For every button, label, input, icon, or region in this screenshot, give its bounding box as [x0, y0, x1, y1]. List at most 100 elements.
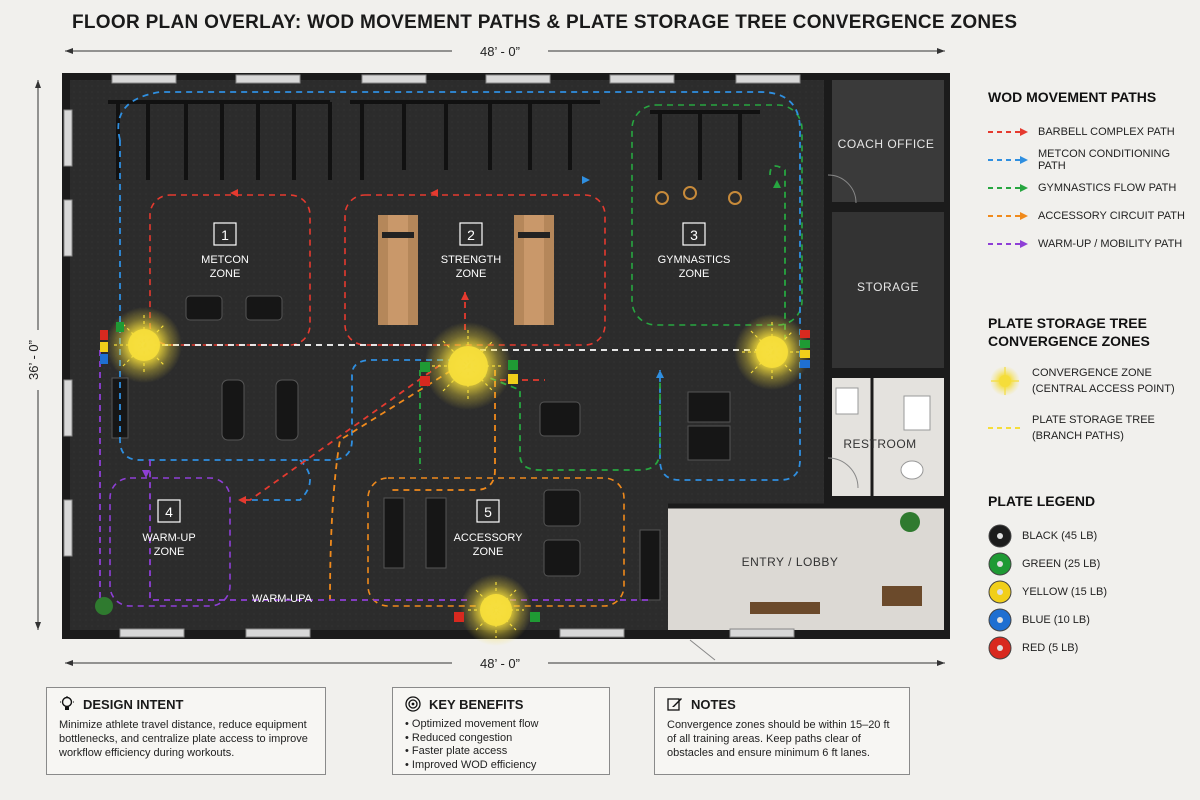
storage-room	[832, 212, 944, 368]
plate-stacks	[100, 322, 810, 622]
pull-up-rig	[108, 100, 760, 180]
lightbulb-icon	[60, 696, 74, 710]
dashed-arrow-icon	[988, 156, 1028, 164]
plate-label: BLUE (10 LB)	[1022, 614, 1090, 626]
convergence-zones	[106, 307, 810, 646]
target-icon	[405, 696, 421, 712]
coach-office-room	[832, 80, 944, 202]
notes-line: Convergence zones should be within 15–20…	[667, 719, 890, 731]
dashed-arrow-icon	[988, 128, 1028, 136]
benefit-item: Optimized movement flow	[405, 718, 597, 732]
notes-line: of all training areas. Keep paths clear …	[667, 733, 861, 745]
page-title: FLOOR PLAN OVERLAY: WOD MOVEMENT PATHS &…	[72, 12, 1018, 33]
plate-item: BLACK (45 LB)	[988, 522, 1188, 550]
notes-line: obstacles and ensure minimum 6 ft lanes.	[667, 747, 870, 759]
dashed-arrow-icon	[988, 184, 1028, 192]
room-coach-office: COACH OFFICE	[838, 137, 935, 151]
wod-path-label: ACCESSORY CIRCUIT PATH	[1038, 210, 1185, 222]
dimension-side: 36’ - 0”	[26, 80, 48, 630]
zone-gymnastics: 3 GYMNASTICS ZONE	[658, 222, 731, 280]
plate-icon	[988, 608, 1012, 632]
plate-label: RED (5 LB)	[1022, 642, 1079, 654]
svg-text:ZONE: ZONE	[210, 268, 241, 280]
path-arrows	[230, 189, 469, 504]
lifting-platforms	[378, 215, 554, 325]
branch-path-item: PLATE STORAGE TREE(BRANCH PATHS)	[988, 412, 1188, 444]
plate-icon	[988, 524, 1012, 548]
key-benefits-box: KEY BENEFITS Optimized movement flow Red…	[392, 687, 610, 775]
plate-legend: PLATE LEGEND BLACK (45 LB) GREEN (25 LB) Y…	[988, 492, 1188, 662]
design-intent-line: bottlenecks, and centralize plate access…	[59, 733, 308, 745]
svg-text:5: 5	[484, 504, 492, 520]
svg-text:STRENGTH: STRENGTH	[441, 254, 502, 266]
svg-text:2: 2	[467, 227, 475, 243]
floor-label: WARM-UPA	[252, 593, 313, 605]
benefit-item: Faster plate access	[405, 745, 597, 759]
design-intent-line: workflow efficiency during workouts.	[59, 747, 235, 759]
plate-icon	[988, 552, 1012, 576]
plate-label: GREEN (25 LB)	[1022, 558, 1101, 570]
key-benefits-heading: KEY BENEFITS	[429, 696, 524, 712]
wod-path-item: BARBELL COMPLEX PATH	[988, 118, 1188, 146]
dashed-line-icon	[988, 427, 1022, 429]
design-intent-heading: DESIGN INTENT	[83, 696, 184, 712]
movement-paths	[99, 91, 801, 601]
plate-label: BLACK (45 LB)	[1022, 530, 1098, 542]
branch-path-sublabel: (BRANCH PATHS)	[1032, 430, 1124, 442]
plate-icon	[988, 636, 1012, 660]
svg-text:GYMNASTICS: GYMNASTICS	[658, 254, 731, 266]
plate-item: BLUE (10 LB)	[988, 606, 1188, 634]
benefit-item: Improved WOD efficiency	[405, 759, 597, 773]
notes-heading: NOTES	[691, 696, 736, 712]
zone-strength: 2 STRENGTH ZONE	[441, 222, 502, 280]
svg-text:3: 3	[690, 227, 698, 243]
dashed-arrow-icon	[988, 212, 1028, 220]
notes-box: NOTES Convergence zones should be within…	[654, 687, 910, 775]
plate-label: YELLOW (15 LB)	[1022, 586, 1107, 598]
convergence-zone-item: CONVERGENCE ZONE (CENTRAL ACCESS POINT)	[988, 364, 1188, 398]
plate-item: GREEN (25 LB)	[988, 550, 1188, 578]
wod-paths-heading: WOD MOVEMENT PATHS	[988, 89, 1157, 105]
svg-text:ACCESSORY: ACCESSORY	[454, 532, 524, 544]
svg-text:ZONE: ZONE	[456, 268, 487, 280]
zone-warm-up: 4 WARM-UP ZONE	[142, 499, 196, 558]
plate-item: RED (5 LB)	[988, 634, 1188, 662]
svg-text:ZONE: ZONE	[679, 268, 710, 280]
dashed-arrow-icon	[988, 240, 1028, 248]
room-restroom: RESTROOM	[843, 437, 916, 451]
equipment	[111, 295, 731, 601]
svg-text:1: 1	[221, 227, 229, 243]
svg-text:METCON: METCON	[201, 254, 249, 266]
svg-text:48’ - 0”: 48’ - 0”	[480, 656, 520, 671]
wod-path-label: GYMNASTICS FLOW PATH	[1038, 182, 1177, 194]
svg-text:48’ - 0”: 48’ - 0”	[480, 44, 520, 59]
dimension-bottom: 48’ - 0”	[65, 654, 945, 672]
convergence-legend: PLATE STORAGE TREE CONVERGENCE ZONES CON…	[988, 314, 1188, 444]
plate-legend-heading: PLATE LEGEND	[988, 493, 1096, 509]
lobby-benches	[750, 586, 922, 614]
dimension-top: 48’ - 0”	[65, 42, 945, 60]
convergence-zone-label: CONVERGENCE ZONE	[1032, 367, 1152, 379]
wod-path-label: WARM-UP / MOBILITY PATH	[1038, 238, 1183, 250]
design-intent-line: Minimize athlete travel distance, reduce…	[59, 719, 307, 731]
wod-path-item: ACCESSORY CIRCUIT PATH	[988, 202, 1188, 230]
plate-icon	[988, 580, 1012, 604]
restroom-fixtures	[835, 387, 931, 480]
wod-paths-legend: WOD MOVEMENT PATHS BARBELL COMPLEX PATH M…	[988, 88, 1188, 258]
sunburst-icon	[990, 366, 1020, 396]
windows	[63, 74, 801, 638]
svg-text:36’ - 0”: 36’ - 0”	[26, 340, 41, 380]
gymnastic-rings	[655, 186, 742, 205]
benefit-item: Reduced congestion	[405, 732, 597, 746]
svg-text:ZONE: ZONE	[473, 546, 504, 558]
door-swings	[689, 174, 859, 661]
room-storage: STORAGE	[857, 280, 919, 294]
wod-path-label: BARBELL COMPLEX PATH	[1038, 126, 1175, 138]
wod-path-label: METCON CONDITIONING PATH	[1038, 148, 1170, 172]
zone-metcon: 1 METCON ZONE	[201, 222, 249, 280]
convergence-zone-sublabel: (CENTRAL ACCESS POINT)	[1032, 383, 1175, 395]
zone-accessory: 5 ACCESSORY ZONE	[454, 499, 524, 558]
plate-item: YELLOW (15 LB)	[988, 578, 1188, 606]
wod-path-item: METCON CONDITIONING PATH	[988, 146, 1188, 174]
